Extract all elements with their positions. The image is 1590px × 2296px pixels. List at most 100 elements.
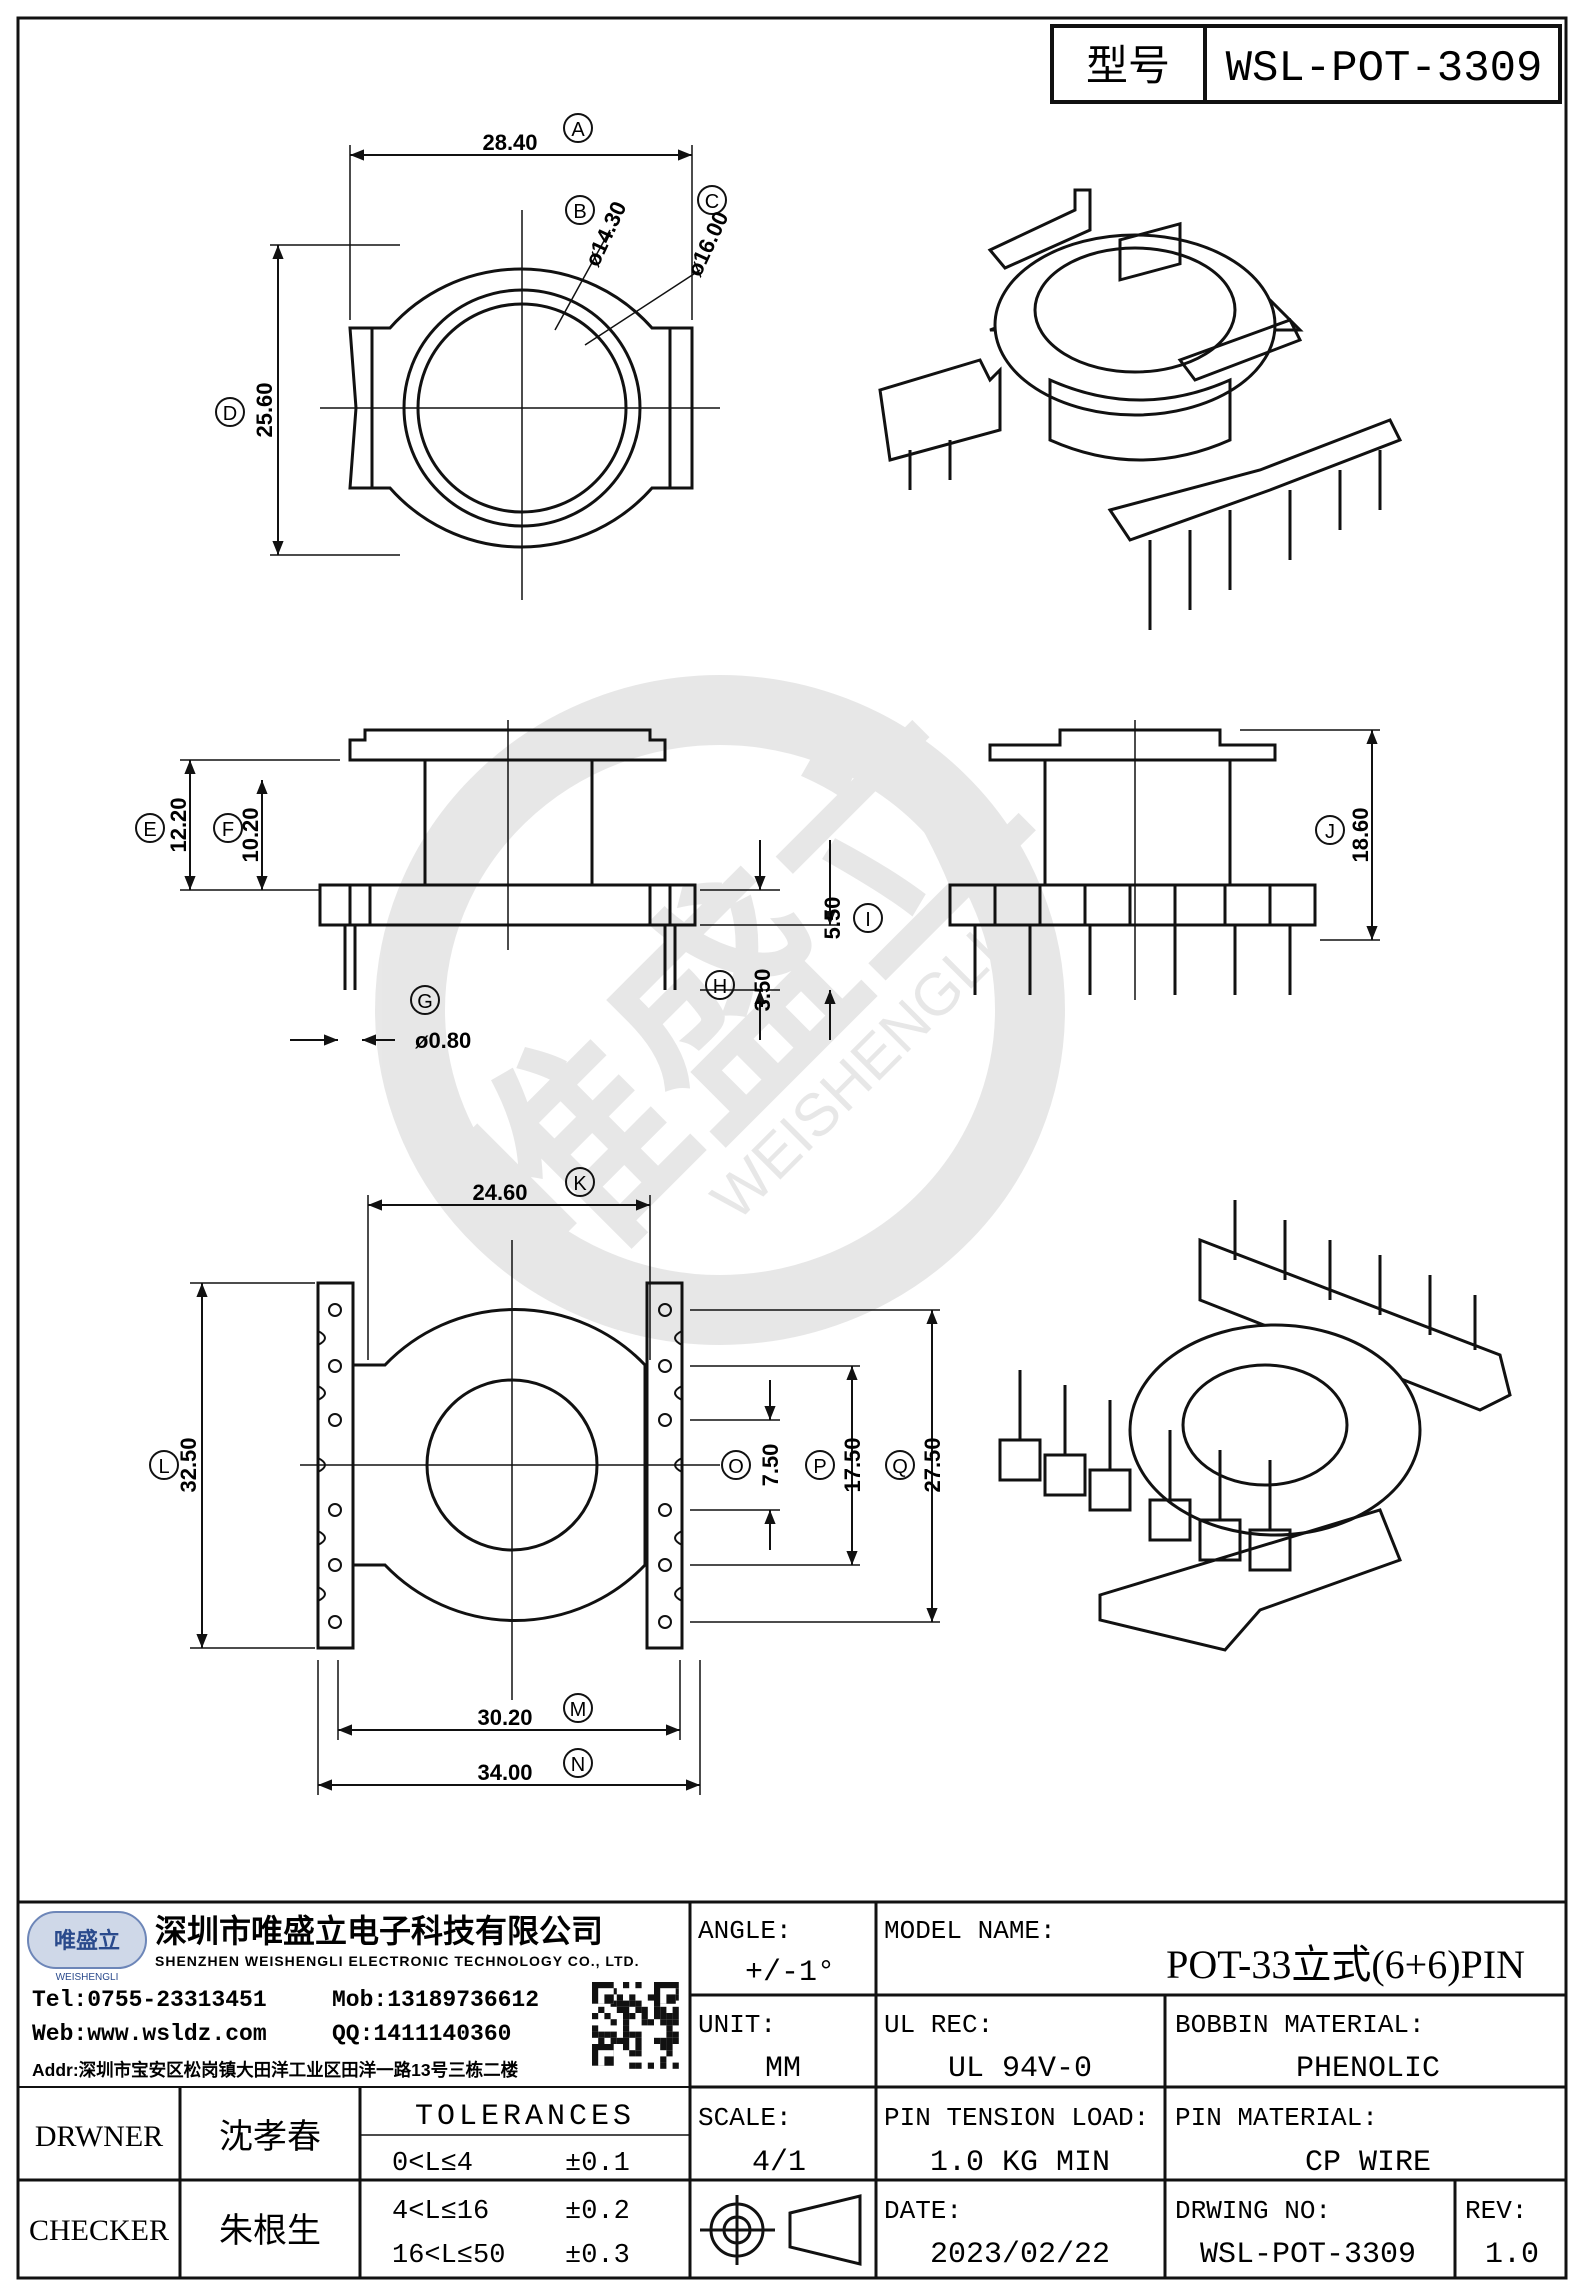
qr-module bbox=[666, 2031, 673, 2038]
dim-f-value: 10.20 bbox=[238, 807, 263, 862]
qr-module bbox=[654, 2037, 661, 2044]
dim-f-letter: F bbox=[222, 819, 234, 841]
qr-module bbox=[641, 2013, 648, 2020]
qr-module bbox=[666, 2044, 673, 2051]
tolerances-title: TOLERANCES bbox=[415, 2100, 635, 2134]
side-view bbox=[948, 720, 1380, 1000]
qr-module bbox=[660, 2062, 667, 2069]
qr-module bbox=[672, 2031, 679, 2038]
qr-module bbox=[635, 2037, 642, 2044]
dim-a-letter: A bbox=[571, 119, 585, 141]
tol-value-3: ±0.3 bbox=[565, 2241, 630, 2271]
dim-m-value: 30.20 bbox=[477, 1705, 532, 1730]
dim-n-value: 34.00 bbox=[477, 1760, 532, 1785]
dim-e-value: 12.20 bbox=[166, 797, 191, 852]
ul-rec-label: UL REC: bbox=[884, 2010, 993, 2040]
iso-view-bottom bbox=[998, 1200, 1512, 1652]
angle-value: +/-1° bbox=[745, 1956, 835, 1990]
qr-module bbox=[660, 2037, 667, 2044]
pin-material-label: PIN MATERIAL: bbox=[1175, 2103, 1378, 2133]
pin-slot bbox=[317, 1330, 326, 1346]
qr-module bbox=[641, 2006, 648, 2013]
pin-hole bbox=[328, 1303, 342, 1317]
qr-module bbox=[629, 2013, 636, 2020]
dim-k-value: 24.60 bbox=[472, 1180, 527, 1205]
qr-module bbox=[629, 2062, 636, 2069]
dim-h-value: 3.50 bbox=[750, 969, 775, 1012]
dim-o-value: 7.50 bbox=[758, 1444, 783, 1487]
qr-module bbox=[666, 2050, 673, 2057]
bottom-view bbox=[190, 1195, 940, 1795]
qr-module bbox=[660, 2044, 667, 2051]
company-name-en: SHENZHEN WEISHENGLI ELECTRONIC TECHNOLOG… bbox=[155, 1953, 640, 1969]
qr-module bbox=[604, 2031, 611, 2038]
dim-h-letter: H bbox=[713, 976, 727, 998]
pin-hole bbox=[328, 1359, 342, 1373]
qr-module bbox=[666, 2037, 673, 2044]
company-block: 唯盛立 WEISHENGLI 深圳市唯盛立电子科技有限公司 SHENZHEN W… bbox=[27, 1911, 640, 2080]
company-logo-text: 唯盛立 bbox=[54, 1928, 120, 1953]
company-name-cn: 深圳市唯盛立电子科技有限公司 bbox=[155, 1913, 603, 1949]
pin-slot bbox=[674, 1457, 683, 1473]
qr-module bbox=[623, 2025, 630, 2032]
pin-hole bbox=[658, 1359, 672, 1373]
pin-slot bbox=[674, 1586, 683, 1602]
date-value: 2023/02/22 bbox=[930, 2238, 1110, 2272]
dim-d-letter: D bbox=[223, 403, 237, 425]
pin-slot bbox=[674, 1330, 683, 1346]
qr-module bbox=[647, 1994, 654, 2001]
qr-module bbox=[623, 1982, 630, 1989]
qr-module bbox=[635, 2050, 642, 2057]
side-view-labels: J 18.60 bbox=[1315, 807, 1373, 863]
qr-module bbox=[635, 2044, 642, 2051]
pin-slot bbox=[317, 1457, 326, 1473]
company-tel: Tel:0755-23313451 bbox=[32, 1987, 267, 2013]
pin-material-value: CP WIRE bbox=[1305, 2146, 1431, 2180]
dim-c-value: ø16.00 bbox=[682, 207, 734, 280]
scale-value: 4/1 bbox=[752, 2146, 806, 2180]
tol-range-3: 16<L≤50 bbox=[392, 2241, 505, 2271]
dim-m-letter: M bbox=[570, 1699, 587, 1721]
iso-view-top bbox=[878, 188, 1403, 630]
qr-module bbox=[592, 2025, 599, 2032]
pin-slot bbox=[317, 1385, 326, 1401]
dim-l-letter: L bbox=[158, 1456, 169, 1478]
qr-code bbox=[592, 1982, 679, 2069]
qr-module bbox=[635, 2000, 642, 2007]
qr-module bbox=[654, 2013, 661, 2020]
qr-finder bbox=[666, 1994, 676, 2004]
qr-module bbox=[604, 2013, 611, 2020]
qr-module bbox=[598, 2006, 605, 2013]
dim-e-letter: E bbox=[143, 819, 156, 841]
qr-module bbox=[666, 2025, 673, 2032]
front-view bbox=[180, 720, 840, 1046]
angle-label: ANGLE: bbox=[698, 1916, 792, 1946]
qr-module bbox=[660, 2006, 667, 2013]
qr-module bbox=[672, 2062, 679, 2069]
qr-module bbox=[629, 2050, 636, 2057]
date-label: DATE: bbox=[884, 2196, 962, 2226]
pin-tension-value: 1.0 KG MIN bbox=[930, 2146, 1110, 2180]
dim-b-letter: B bbox=[573, 201, 586, 223]
watermark: 唯盛立 WEISHENGLI bbox=[375, 668, 1068, 1345]
qr-module bbox=[623, 2044, 630, 2051]
tol-range-2: 4<L≤16 bbox=[392, 2197, 489, 2227]
tol-value-1: ±0.1 bbox=[565, 2149, 630, 2179]
pin-slot bbox=[317, 1586, 326, 1602]
dim-g-value: ø0.80 bbox=[415, 1028, 471, 1053]
qr-module bbox=[672, 2037, 679, 2044]
pin-hole bbox=[658, 1503, 672, 1517]
sheet-border bbox=[16, 16, 1568, 2280]
company-mob: Mob:13189736612 bbox=[332, 1987, 539, 2013]
tol-range-1: 0<L≤4 bbox=[392, 2149, 473, 2179]
model-box-top: 型号 WSL-POT-3309 bbox=[1050, 24, 1562, 104]
qr-module bbox=[647, 2019, 654, 2026]
dim-g-letter: G bbox=[417, 991, 433, 1013]
scale-label: SCALE: bbox=[698, 2103, 792, 2133]
qr-finder bbox=[604, 1994, 614, 2004]
bottom-view-labels: 24.60 K L 32.50 30.20 M 34.00 N O 7.50 P… bbox=[149, 1167, 945, 1785]
drwner-value: 沈孝春 bbox=[219, 2118, 321, 2156]
dim-c-letter: C bbox=[705, 191, 719, 213]
dim-b-value: ø14.30 bbox=[580, 197, 632, 270]
model-box-label: 型号 bbox=[1086, 42, 1170, 89]
